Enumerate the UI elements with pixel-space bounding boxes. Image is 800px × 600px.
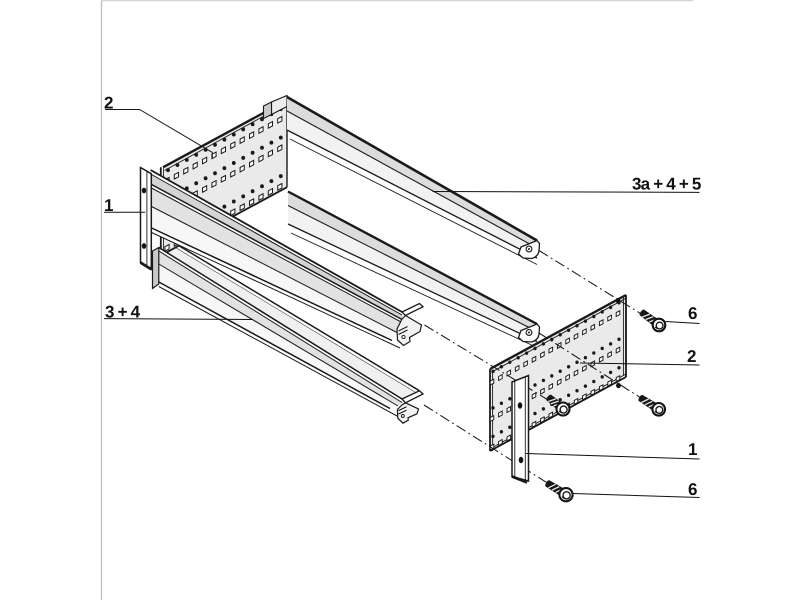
svg-text:3 + 4: 3 + 4 [105,302,141,321]
svg-text:2: 2 [687,347,696,366]
svg-text:3a + 4 + 5: 3a + 4 + 5 [632,175,701,194]
svg-text:6: 6 [688,480,697,499]
svg-text:2: 2 [104,94,113,113]
svg-text:6: 6 [688,304,697,323]
svg-text:1: 1 [688,440,697,459]
svg-text:1: 1 [104,196,113,215]
